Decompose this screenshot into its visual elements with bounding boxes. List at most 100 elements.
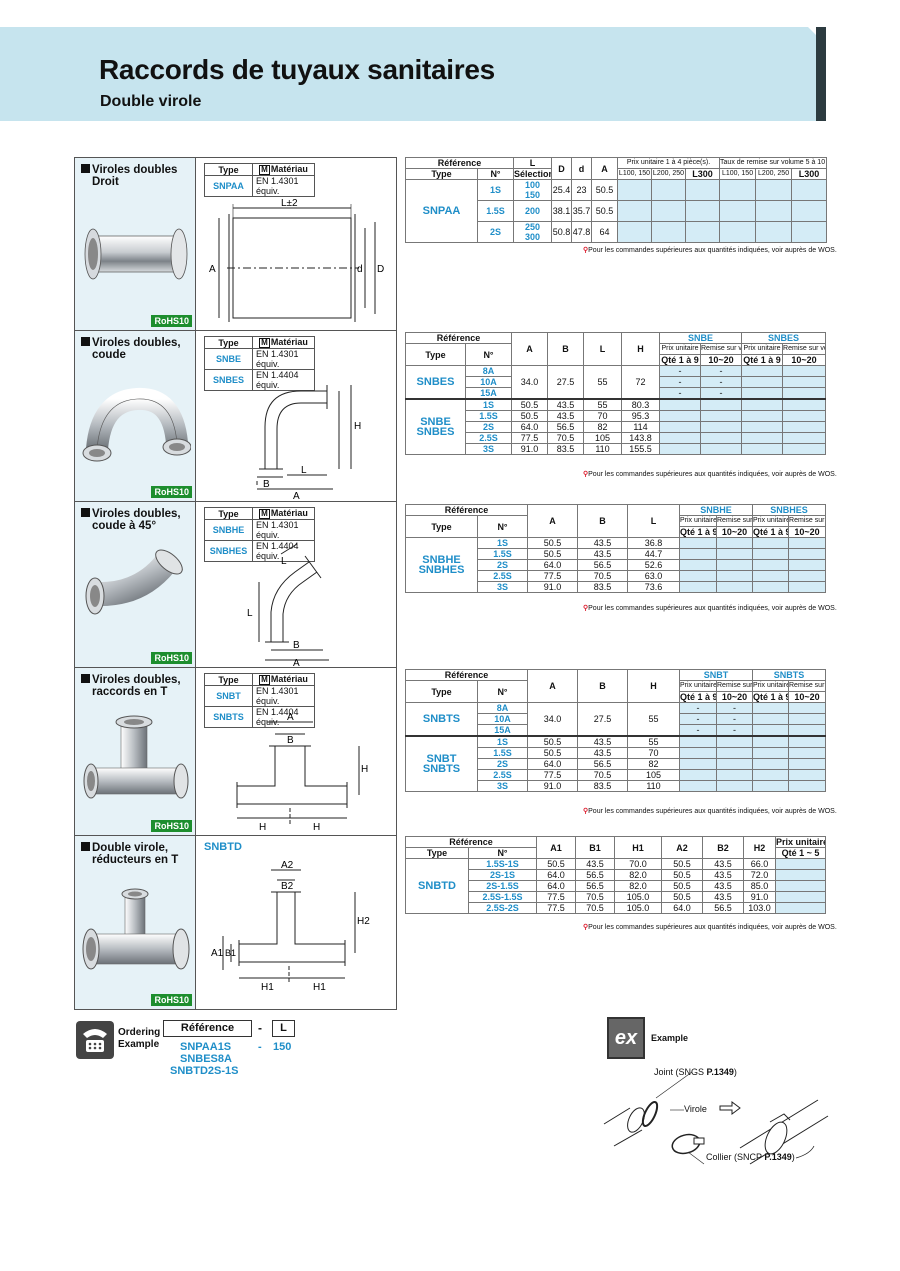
page-title: Raccords de tuyaux sanitaires xyxy=(99,54,495,85)
table-cell-num: 1.5S-1S xyxy=(468,858,537,870)
ordering-example-1-length: 150 xyxy=(273,1041,292,1053)
pin-icon: ⚲ xyxy=(583,924,589,931)
ordering-example-1: SNPAA1S xyxy=(180,1041,232,1053)
col-header-price: Prix unitaire xyxy=(679,515,717,527)
joint-label: Joint (SNGS P.1349) xyxy=(654,1067,737,1077)
table-cell-num: 2.5S xyxy=(477,769,528,781)
table-cell: 63.0 xyxy=(627,570,680,582)
material-value: EN 1.4404 équiv. xyxy=(252,369,315,391)
col-header-volume-discount: Taux de remise sur volume 5 à 10 pièces xyxy=(719,157,828,169)
table-cell: 155.5 xyxy=(621,443,660,455)
col-header-selection: Sélection xyxy=(513,168,552,180)
table-cell: 64 xyxy=(591,221,618,243)
table-cell: 55 xyxy=(627,735,680,748)
table-cell-selection: 200 xyxy=(513,200,552,222)
ordering-reference-box: Référence xyxy=(163,1020,252,1037)
col-header-qty: Qté 1 à 9 xyxy=(741,354,784,366)
table-cell: 77.5 xyxy=(536,891,576,903)
material-type: SNBES xyxy=(204,369,253,391)
table-cell: 83.5 xyxy=(547,443,584,455)
table-cell: 52.6 xyxy=(627,559,680,571)
page-subtitle: Double virole xyxy=(100,93,202,110)
col-header-price: Prix unitaire xyxy=(775,836,826,848)
table-cell: 105 xyxy=(627,769,680,781)
elbow-45-photo xyxy=(85,549,183,615)
col-group-header: SNBT xyxy=(679,669,753,681)
table-cell: 43.5 xyxy=(702,880,744,892)
material-value: EN 1.4404 équiv. xyxy=(252,540,315,562)
product-box-snbtd: Double virole,réducteurs en T RoHS10 SNB… xyxy=(74,835,397,1010)
col-group-header: SNBHES xyxy=(752,504,827,516)
col-header: H1 xyxy=(614,836,662,859)
table-cell-num: 2.5S xyxy=(465,432,512,444)
table-cell-num: 3S xyxy=(477,581,528,593)
reducing-tee-drawing: A2 B2 H2 A1 B1 H1 H1 xyxy=(211,860,370,993)
col-header-d-inner: d xyxy=(571,157,592,180)
material-value: EN 1.4301 équiv. xyxy=(252,685,315,707)
product-name: Double virole,réducteurs en T xyxy=(81,842,178,866)
table-cell: 91.0 xyxy=(511,443,548,455)
table-cell: 50.8 xyxy=(551,221,572,243)
col-group-header: SNBHE xyxy=(678,504,754,516)
table-cell: 85.0 xyxy=(743,880,776,892)
col-header: A1 xyxy=(536,836,576,859)
svg-text:L±2: L±2 xyxy=(281,198,298,209)
svg-text:B: B xyxy=(293,640,300,651)
table-cell: 56.5 xyxy=(577,559,628,571)
table-cell: 38.1 xyxy=(551,200,572,222)
table-cell: 72 xyxy=(621,365,660,400)
col-group-header: SNBES xyxy=(741,332,827,344)
col-header-reference: Référence xyxy=(405,332,512,344)
table-cell-num: 1S xyxy=(477,537,528,549)
col-header-volume: Remise sur volume xyxy=(699,343,743,355)
table-cell-num: 15A xyxy=(465,387,512,400)
col-header-reference: Référence xyxy=(405,669,528,681)
example-icon: ex xyxy=(607,1017,645,1059)
ordering-example-1-dash: - xyxy=(258,1041,262,1053)
material-value: EN 1.4301 équiv. xyxy=(252,348,315,370)
table-cell: 64.0 xyxy=(527,559,578,571)
table-cell: 66.0 xyxy=(743,858,776,870)
table-cell: 23 xyxy=(571,179,592,201)
table-cell: 105.0 xyxy=(614,891,662,903)
svg-text:L: L xyxy=(301,465,307,476)
col-header-num: N° xyxy=(465,343,512,366)
table-cell-num: 1S xyxy=(465,398,512,411)
table-cell-num: 10A xyxy=(477,713,528,725)
table-cell-selection: 100 150 xyxy=(513,179,552,201)
type-code: SNBES xyxy=(405,365,466,400)
col-header-price: Prix unitaire xyxy=(741,343,784,355)
material-type: SNBE xyxy=(204,348,253,370)
col-header-qty: 10~20 xyxy=(715,526,754,538)
col-header-price: Prix unitaire xyxy=(752,515,790,527)
product-photo-panel: Double virole,réducteurs en T RoHS10 xyxy=(75,836,196,1009)
table-cell-num: 10A xyxy=(465,376,512,388)
table-cell: 80.3 xyxy=(621,398,660,411)
table-cell: 91.0 xyxy=(527,780,578,792)
elbow-drawing: B A L H xyxy=(256,385,361,502)
pin-icon: ⚲ xyxy=(583,247,589,254)
col-header-volume: Remise sur volume xyxy=(788,515,827,527)
col-header: H xyxy=(627,669,680,703)
material-type-header: Type xyxy=(204,673,253,686)
col-header: H2 xyxy=(743,836,776,859)
table-cell: 64.0 xyxy=(511,421,548,433)
col-header-type: Type xyxy=(405,680,478,703)
product-name: Viroles doubles,coude xyxy=(81,337,181,361)
table-cell-num: 8A xyxy=(465,365,512,377)
material-type-header: Type xyxy=(204,163,253,176)
col-header-l100: L100, 150 xyxy=(617,168,652,180)
col-header-volume: Remise sur volume xyxy=(782,343,827,355)
table-cell: 50.5 xyxy=(527,747,578,759)
type-code: SNPAA xyxy=(405,179,478,243)
col-header-qty: Qté 1 à 9 xyxy=(679,526,717,538)
material-value: EN 1.4301 équiv. xyxy=(252,175,315,197)
table-cell: 110 xyxy=(583,443,622,455)
table-cell: 25.4 xyxy=(551,179,572,201)
type-code: SNBTD xyxy=(405,858,469,914)
